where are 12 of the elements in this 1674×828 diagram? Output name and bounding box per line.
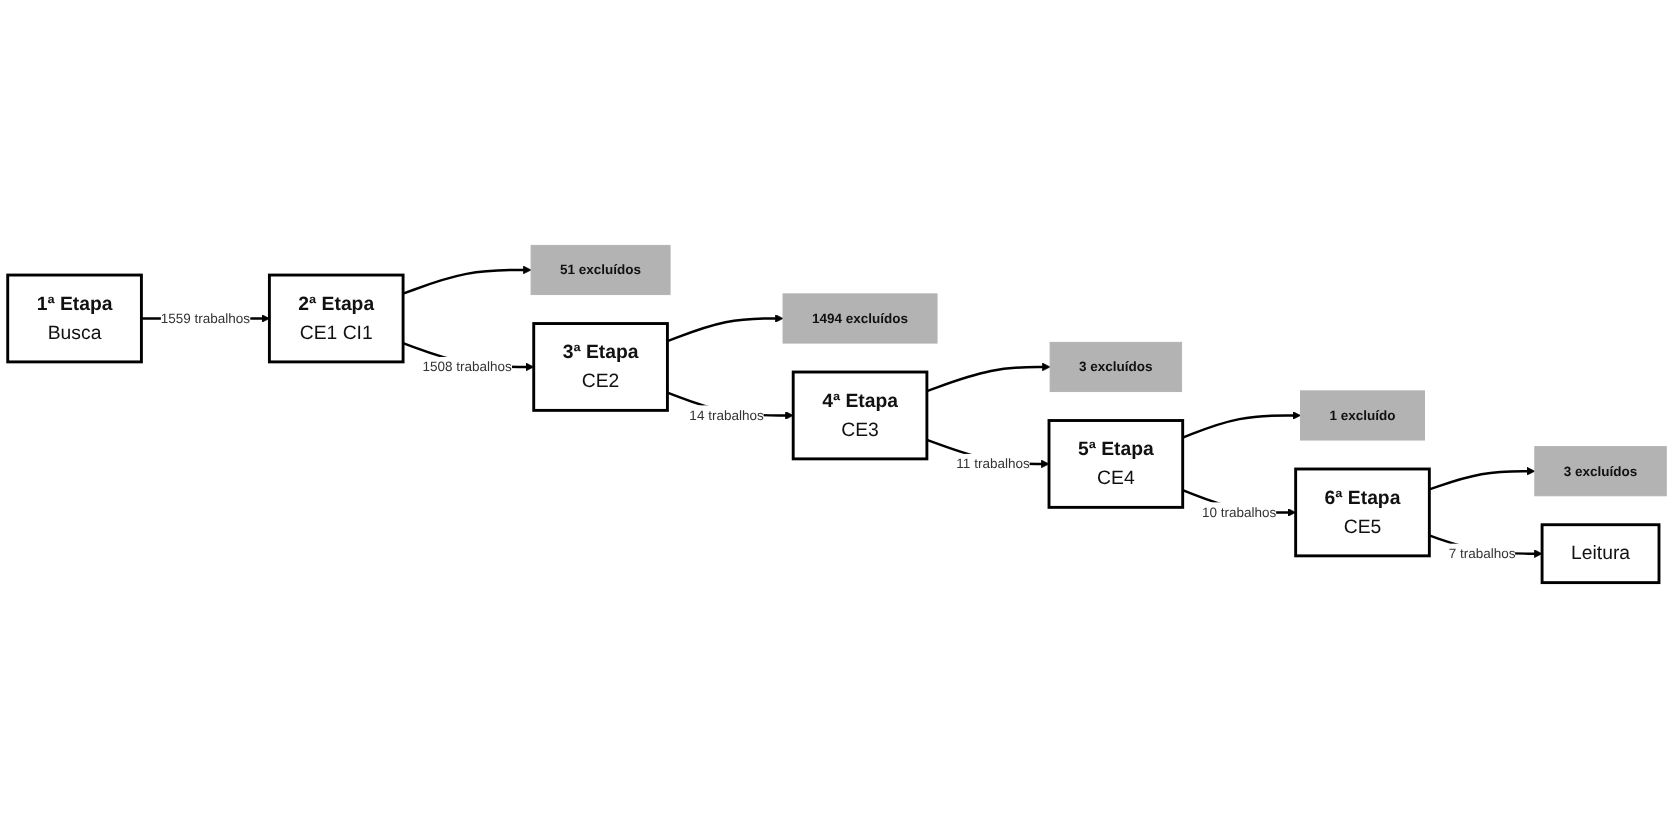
- node-box: 4ª Etapa CE3: [791, 370, 929, 461]
- node-box: 2ª Etapa CE1 CI1: [267, 273, 405, 364]
- node-box: 6ª Etapa CE5: [1294, 467, 1431, 558]
- node-box: 3ª Etapa CE2: [532, 322, 669, 412]
- arrow: [402, 265, 532, 295]
- arrow: [926, 362, 1051, 393]
- node-box: 5ª Etapa CE4: [1047, 419, 1185, 509]
- node-box: Leitura: [1540, 523, 1661, 585]
- arrow: [1428, 466, 1536, 491]
- arrow: [1182, 411, 1301, 439]
- arrow: [667, 314, 784, 343]
- node-box: 1ª Etapa Busca: [6, 273, 143, 364]
